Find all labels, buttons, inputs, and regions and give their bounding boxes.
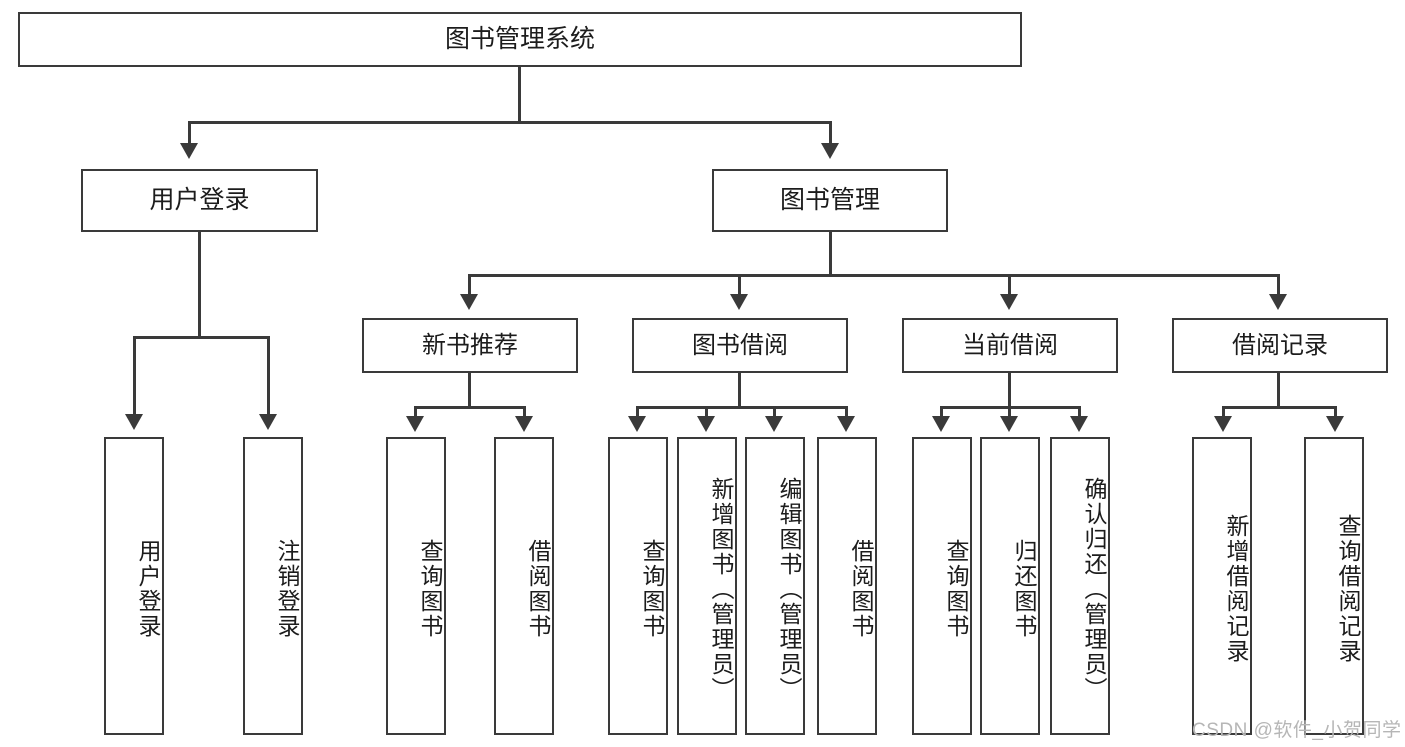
node-label: 新增图书（管理员） bbox=[708, 476, 734, 702]
node-label: 查询图书 bbox=[639, 539, 665, 639]
connector-userlogin-stem bbox=[198, 232, 201, 338]
leaf-bookborrow-query-book[interactable]: 查询图书 bbox=[608, 437, 668, 735]
arrowhead-borrowrecord-leaf-1 bbox=[1214, 416, 1232, 432]
arrowhead-leaf-logout bbox=[259, 414, 277, 430]
arrowhead-new-book bbox=[460, 294, 478, 310]
connector-borrowrecord-drop-2 bbox=[1334, 406, 1337, 418]
connector-bookmgmt-drop-4 bbox=[1277, 274, 1280, 296]
arrowhead-bookborrow-leaf-3 bbox=[765, 416, 783, 432]
node-book-borrow[interactable]: 图书借阅 bbox=[632, 318, 848, 373]
leaf-bookborrow-edit-book[interactable]: 编辑图书（管理员） bbox=[745, 437, 805, 735]
node-label: 归还图书 bbox=[1011, 539, 1037, 639]
connector-root-left-drop bbox=[188, 121, 191, 145]
connector-currentborrow-drop-3 bbox=[1078, 406, 1081, 418]
arrowhead-bookborrow-leaf-2 bbox=[697, 416, 715, 432]
connector-bookborrow-drop-1 bbox=[636, 406, 639, 418]
node-label: 图书借阅 bbox=[692, 331, 788, 359]
node-label: 借阅图书 bbox=[848, 539, 874, 639]
node-label: 查询借阅记录 bbox=[1335, 514, 1361, 664]
leaf-currentborrow-confirm-return[interactable]: 确认归还（管理员） bbox=[1050, 437, 1110, 735]
arrowhead-book-borrow bbox=[730, 294, 748, 310]
connector-userlogin-drop-2 bbox=[267, 336, 270, 416]
leaf-bookborrow-borrow-book[interactable]: 借阅图书 bbox=[817, 437, 877, 735]
connector-newbook-drop-1 bbox=[414, 406, 417, 418]
arrowhead-newbook-leaf-1 bbox=[406, 416, 424, 432]
connector-bookmgmt-drop-2 bbox=[738, 274, 741, 296]
node-label: 查询图书 bbox=[943, 539, 969, 639]
connector-bookmgmt-drop-3 bbox=[1008, 274, 1011, 296]
arrowhead-newbook-leaf-2 bbox=[515, 416, 533, 432]
node-label: 新书推荐 bbox=[422, 331, 518, 359]
arrowhead-currentborrow-leaf-1 bbox=[932, 416, 950, 432]
connector-borrowrecord-bar bbox=[1222, 406, 1337, 409]
connector-bookborrow-drop-4 bbox=[845, 406, 848, 418]
connector-newbook-bar bbox=[414, 406, 526, 409]
arrowhead-currentborrow-leaf-2 bbox=[1000, 416, 1018, 432]
node-label: 图书管理 bbox=[779, 185, 880, 214]
connector-bookborrow-bar bbox=[636, 406, 848, 409]
leaf-borrowrecord-add-record[interactable]: 新增借阅记录 bbox=[1192, 437, 1252, 735]
connector-bookmgmt-drop-1 bbox=[468, 274, 471, 296]
connector-root-stem bbox=[518, 67, 521, 123]
connector-bookmgmt-stem bbox=[829, 232, 832, 276]
connector-borrowrecord-drop-1 bbox=[1222, 406, 1225, 418]
arrowhead-current-borrow bbox=[1000, 294, 1018, 310]
connector-currentborrow-stem bbox=[1008, 373, 1011, 408]
connector-newbook-drop-2 bbox=[523, 406, 526, 418]
node-book-management[interactable]: 图书管理 bbox=[712, 169, 948, 232]
connector-root-bar bbox=[188, 121, 832, 124]
connector-bookborrow-drop-3 bbox=[773, 406, 776, 418]
leaf-borrowrecord-query-record[interactable]: 查询借阅记录 bbox=[1304, 437, 1364, 735]
leaf-currentborrow-query-book[interactable]: 查询图书 bbox=[912, 437, 972, 735]
node-label: 确认归还（管理员） bbox=[1081, 476, 1107, 702]
arrowhead-borrowrecord-leaf-2 bbox=[1326, 416, 1344, 432]
node-label: 用户登录 bbox=[135, 539, 161, 639]
connector-bookmgmt-bar bbox=[468, 274, 1280, 277]
node-label: 注销登录 bbox=[274, 539, 300, 639]
connector-bookborrow-drop-2 bbox=[705, 406, 708, 418]
leaf-user-login[interactable]: 用户登录 bbox=[104, 437, 164, 735]
arrowhead-book-manage bbox=[821, 143, 839, 159]
connector-userlogin-drop-1 bbox=[133, 336, 136, 416]
connector-root-right-drop bbox=[829, 121, 832, 145]
node-new-book-recommend[interactable]: 新书推荐 bbox=[362, 318, 578, 373]
node-label: 借阅图书 bbox=[525, 539, 551, 639]
leaf-currentborrow-return-book[interactable]: 归还图书 bbox=[980, 437, 1040, 735]
leaf-logout[interactable]: 注销登录 bbox=[243, 437, 303, 735]
node-label: 图书管理系统 bbox=[444, 24, 595, 53]
node-label: 编辑图书（管理员） bbox=[776, 476, 802, 702]
arrowhead-bookborrow-leaf-4 bbox=[837, 416, 855, 432]
leaf-newbook-borrow-book[interactable]: 借阅图书 bbox=[494, 437, 554, 735]
connector-borrowrecord-stem bbox=[1277, 373, 1280, 408]
leaf-newbook-query-book[interactable]: 查询图书 bbox=[386, 437, 446, 735]
arrowhead-currentborrow-leaf-3 bbox=[1070, 416, 1088, 432]
arrowhead-borrow-record bbox=[1269, 294, 1287, 310]
node-label: 新增借阅记录 bbox=[1223, 514, 1249, 664]
node-current-borrow[interactable]: 当前借阅 bbox=[902, 318, 1118, 373]
node-borrow-record[interactable]: 借阅记录 bbox=[1172, 318, 1388, 373]
connector-userlogin-bar bbox=[133, 336, 270, 339]
node-label: 用户登录 bbox=[149, 185, 250, 214]
node-label: 借阅记录 bbox=[1232, 331, 1328, 359]
arrowhead-user-login bbox=[180, 143, 198, 159]
arrowhead-bookborrow-leaf-1 bbox=[628, 416, 646, 432]
arrowhead-leaf-user-login bbox=[125, 414, 143, 430]
node-user-login[interactable]: 用户登录 bbox=[81, 169, 318, 232]
node-label: 当前借阅 bbox=[962, 331, 1058, 359]
connector-bookborrow-stem bbox=[738, 373, 741, 408]
leaf-bookborrow-add-book[interactable]: 新增图书（管理员） bbox=[677, 437, 737, 735]
connector-currentborrow-drop-1 bbox=[940, 406, 943, 418]
node-root-system[interactable]: 图书管理系统 bbox=[18, 12, 1022, 67]
connector-currentborrow-drop-2 bbox=[1008, 406, 1011, 418]
connector-newbook-stem bbox=[468, 373, 471, 408]
node-label: 查询图书 bbox=[417, 539, 443, 639]
